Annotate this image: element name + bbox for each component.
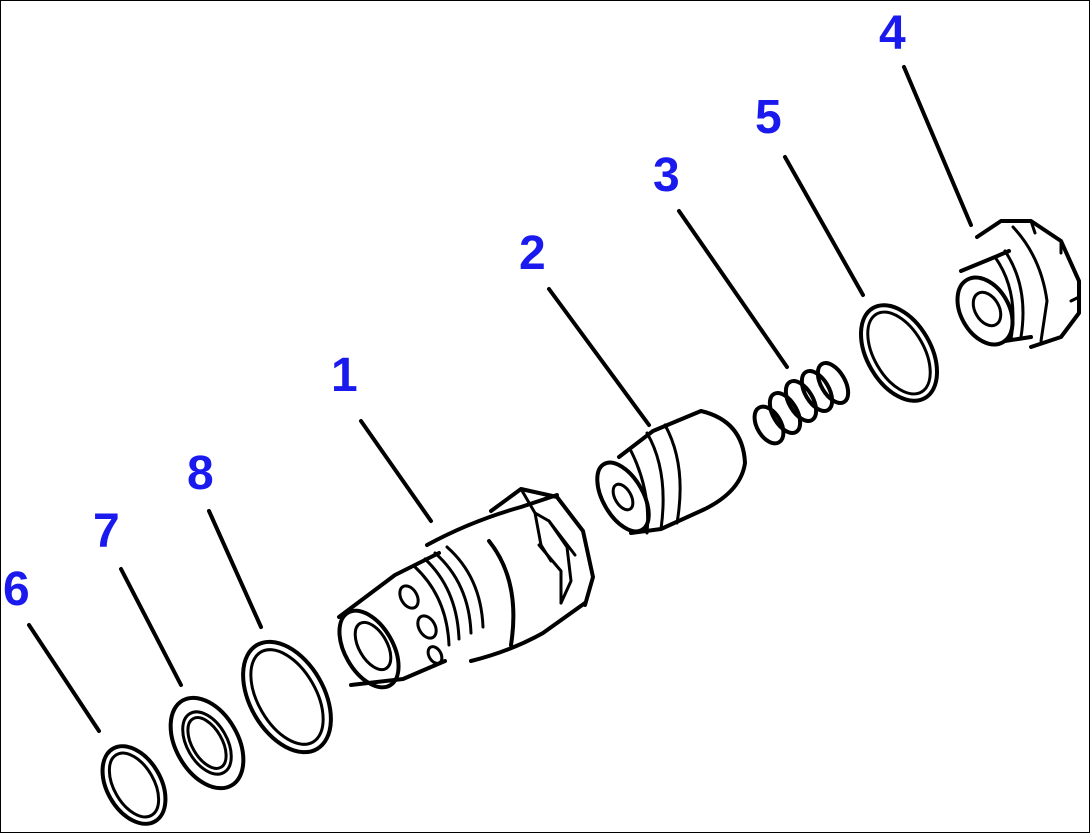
leader-line-3 xyxy=(677,209,789,369)
callout-3: 3 xyxy=(653,149,680,202)
leader-line-4 xyxy=(902,65,973,227)
callout-5: 5 xyxy=(755,91,782,144)
callout-4: 4 xyxy=(879,7,906,60)
part-1-valve-body xyxy=(337,487,595,690)
leader-line-6 xyxy=(27,623,101,733)
leader-line-2 xyxy=(547,287,651,427)
leader-line-7 xyxy=(119,567,183,687)
part-3-spring xyxy=(752,361,851,446)
part-6-o-ring xyxy=(100,744,168,826)
callout-6: 6 xyxy=(3,563,30,616)
callout-7: 7 xyxy=(93,505,120,558)
leader-lines xyxy=(27,65,973,733)
leader-line-8 xyxy=(207,509,263,629)
part-2-spool xyxy=(595,409,747,535)
callout-1: 1 xyxy=(331,349,358,402)
part-4-plug xyxy=(955,219,1081,349)
callout-labels: 1 2 3 4 5 6 7 8 xyxy=(3,7,906,616)
part-5-o-ring xyxy=(859,303,939,403)
part-7-backup-ring xyxy=(168,695,246,791)
leader-line-5 xyxy=(783,155,865,297)
part-8-o-ring xyxy=(241,639,333,755)
leader-line-1 xyxy=(359,419,433,523)
callout-8: 8 xyxy=(187,447,214,500)
callout-2: 2 xyxy=(519,227,546,280)
